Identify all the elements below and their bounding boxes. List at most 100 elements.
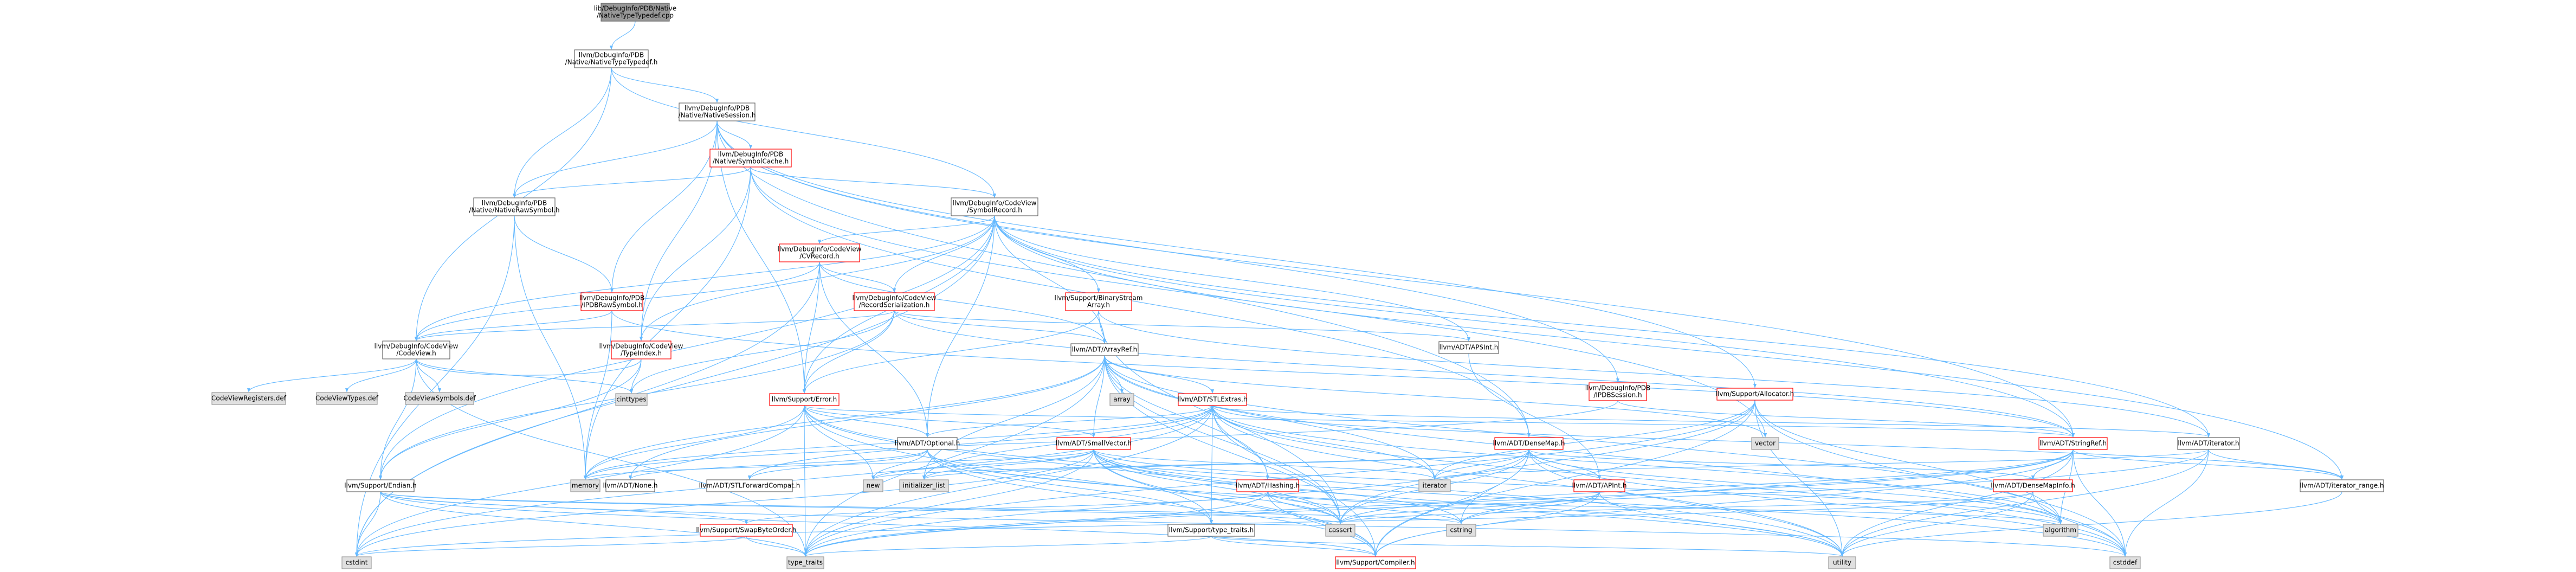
edge-sr-to-arrayref (994, 215, 1107, 344)
node-llvm-debuginfo-pdb-native-nativetypetypedef-h[interactable]: llvm/DebugInfo/PDB/Native/NativeTypeType… (565, 49, 658, 68)
edge-recser-to-arrayref (894, 310, 1106, 344)
node-llvm-adt-none-h[interactable]: llvm/ADT/None.h (603, 479, 658, 492)
edge-apint-to-cstring (1459, 491, 1600, 524)
node-llvm-adt-optional-h[interactable]: llvm/ADT/Optional.h (895, 437, 960, 450)
node-label: llvm/ADT/DenseMap.h (1493, 440, 1565, 447)
node-llvm-adt-arrayref-h[interactable]: llvm/ADT/ArrayRef.h (1070, 343, 1139, 356)
node-llvm-debuginfo-pdb-ipdbsession-h[interactable]: llvm/DebugInfo/PDB/IPDBSession.h (1585, 382, 1650, 401)
node-llvm-adt-iterator-h[interactable]: llvm/ADT/iterator.h (2177, 437, 2240, 450)
node-box (1438, 341, 1499, 354)
node-llvm-adt-stlforwardcompat-h[interactable]: llvm/ADT/STLForwardCompat.h (699, 479, 800, 492)
node-codeviewsymbols-def: CodeViewSymbols.def (403, 392, 476, 405)
node-label: llvm/ADT/Hashing.h (1236, 482, 1300, 490)
node-box (211, 392, 286, 405)
edge-stlextras-to-algorithm (1212, 405, 2062, 524)
node-box (405, 392, 474, 405)
edge-alloc-to-utility (1754, 400, 1844, 557)
node-llvm-debuginfo-pdb-ipdbrawsymbol-h[interactable]: llvm/DebugInfo/PDB/IPDBRawSymbol.h (579, 292, 644, 311)
edge-sr-to-recser (892, 215, 995, 293)
node-llvm-adt-stringref-h[interactable]: llvm/ADT/StringRef.h (2038, 437, 2108, 450)
node-llvm-adt-iterator-range-h[interactable]: llvm/ADT/iterator_range.h (2300, 479, 2384, 492)
node-label: llvm/Support/BinaryStream (1055, 294, 1143, 302)
node-llvm-adt-densemapinfo-h[interactable]: llvm/ADT/DenseMapInfo.h (1991, 479, 2075, 492)
node-llvm-adt-hashing-h[interactable]: llvm/ADT/Hashing.h (1236, 479, 1300, 492)
edge-ns-to-stringref (716, 120, 2075, 438)
node-label: type_traits (788, 559, 823, 567)
node-label: /NativeTypeTypedef.cpp (597, 12, 674, 20)
edge-endian-to-cassert (380, 491, 1342, 524)
edge-superror-to-smallvec (804, 405, 1095, 438)
edge-cv-to-cvsym (416, 358, 442, 393)
edge-adtiter-to-type_traits (804, 449, 2209, 557)
node-llvm-support-allocator-h[interactable]: llvm/Support/Allocator.h (1716, 388, 1794, 401)
edge-endian-to-cstring (380, 491, 1463, 524)
edge-apsint-to-apint (1468, 353, 1602, 480)
node-llvm-adt-apint-h[interactable]: llvm/ADT/APInt.h (1572, 479, 1627, 492)
edge-typetraitsh-to-type_traits (804, 536, 1212, 557)
node-label: /RecordSerialization.h (859, 301, 930, 309)
edge-alloc-to-iterator (1432, 400, 1755, 480)
edge-apint-to-cassert (1339, 491, 1600, 524)
node-box (779, 243, 860, 262)
node-llvm-debuginfo-pdb-native-nativesession-h[interactable]: llvm/DebugInfo/PDB/Native/NativeSession.… (679, 102, 756, 121)
node-box (1167, 524, 1255, 537)
node-llvm-support-swapbyteorder-h[interactable]: llvm/Support/SwapByteOrder.h (696, 524, 797, 537)
edge-swap-to-type_traits (746, 536, 808, 557)
node-label: /CVRecord.h (799, 253, 840, 260)
node-box (854, 292, 935, 311)
node-box (1993, 479, 2073, 492)
node-box (611, 340, 672, 359)
edge-ns-to-superror (716, 120, 806, 394)
edge-dmi-to-cassert (1339, 491, 2033, 524)
node-label: llvm/Support/type_traits.h (1169, 526, 1254, 534)
node-label: initializer_list (903, 482, 946, 490)
node-llvm-support-type-traits-h[interactable]: llvm/Support/type_traits.h (1167, 524, 1255, 537)
node-llvm-support-endian-h[interactable]: llvm/Support/Endian.h (344, 479, 417, 492)
edge-cv-to-cvreg (247, 358, 417, 393)
edge-optional-to-stlfwd (748, 449, 928, 480)
node-llvm-debuginfo-codeview-symbolrecord-h[interactable]: llvm/DebugInfo/CodeView/SymbolRecord.h (951, 197, 1038, 216)
edge-cvr-to-cstdint (354, 261, 820, 557)
node-llvm-adt-stlextras-h[interactable]: llvm/ADT/STLExtras.h (1177, 393, 1248, 406)
node-label: llvm/DebugInfo/PDB (579, 52, 644, 59)
node-label: llvm/Support/Endian.h (344, 482, 417, 490)
node-label: /SymbolRecord.h (967, 207, 1022, 214)
edge-sr-to-ti (639, 215, 995, 341)
node-llvm-debuginfo-codeview-typeindex-h[interactable]: llvm/DebugInfo/CodeView/TypeIndex.h (599, 340, 683, 359)
node-box (580, 292, 643, 311)
node-llvm-debuginfo-codeview-codeview-h[interactable]: llvm/DebugInfo/CodeView/CodeView.h (375, 340, 459, 359)
node-box (1065, 292, 1132, 311)
node-llvm-adt-smallvector-h[interactable]: llvm/ADT/SmallVector.h (1056, 437, 1132, 450)
node-llvm-adt-apsint-h[interactable]: llvm/ADT/APSInt.h (1438, 341, 1499, 354)
node-utility: utility (1828, 556, 1856, 569)
edge-densemap-to-algorithm (1528, 449, 2062, 524)
node-llvm-debuginfo-pdb-native-symbolcache-h[interactable]: llvm/DebugInfo/PDB/Native/SymbolCache.h (709, 149, 792, 168)
node-label: llvm/ADT/iterator_range.h (2300, 482, 2384, 490)
node-llvm-debuginfo-codeview-cvrecord-h[interactable]: llvm/DebugInfo/CodeView/CVRecord.h (778, 243, 862, 262)
edge-stringref-to-iterrange (2073, 449, 2343, 480)
edge-root-to-ntt (609, 21, 636, 50)
node-llvm-support-error-h[interactable]: llvm/Support/Error.h (769, 393, 840, 406)
node-codeviewregisters-def: CodeViewRegisters.def (211, 392, 287, 405)
edge-nsc-to-memory (583, 166, 751, 480)
edge-sr-to-adtiter (994, 215, 2211, 438)
edge-apint-to-compiler (1373, 491, 1600, 557)
edge-sr-to-stringref (994, 215, 2075, 438)
node-llvm-debuginfo-pdb-native-nativerawsymbol-h[interactable]: llvm/DebugInfo/PDB/Native/NativeRawSymbo… (469, 197, 560, 216)
node-llvm-debuginfo-codeview-recordserialization-h[interactable]: llvm/DebugInfo/CodeView/RecordSerializat… (853, 292, 937, 311)
node-label: llvm/ADT/STLForwardCompat.h (699, 482, 800, 490)
edge-ntt-to-nrs (512, 67, 612, 198)
node-label: /IPDBSession.h (1593, 391, 1642, 399)
node-lib-debuginfo-pdb-native-nativetypetypedef-cpp: lib/DebugInfo/PDB/Native/NativeTypeTyped… (594, 3, 676, 22)
node-llvm-adt-densemap-h[interactable]: llvm/ADT/DenseMap.h (1493, 437, 1565, 450)
node-label: llvm/ADT/STLExtras.h (1177, 396, 1247, 403)
edge-alloc-to-cstddef (1754, 400, 2127, 557)
node-llvm-support-compiler-h[interactable]: llvm/Support/Compiler.h (1335, 556, 1416, 569)
edge-ns-to-alloc (716, 120, 1757, 388)
edge-arrayref-to-algorithm (1104, 355, 2063, 524)
edge-superror-to-memory (583, 405, 805, 480)
node-box (769, 393, 840, 406)
node-label: memory (572, 482, 599, 490)
edge-optional-to-typetraitsh (927, 449, 1213, 524)
